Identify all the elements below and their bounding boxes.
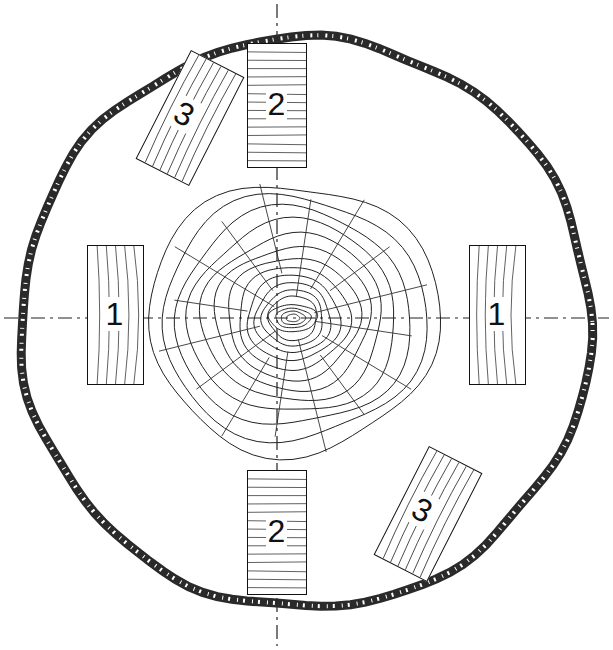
board-number: 1	[104, 297, 126, 331]
ray-line	[311, 200, 365, 289]
ray-line	[296, 199, 311, 296]
ray-line	[196, 331, 275, 389]
growth-ring	[254, 283, 331, 353]
ray-line	[314, 285, 427, 313]
board: 3	[136, 50, 245, 186]
ray-line	[330, 247, 390, 291]
bark	[21, 35, 593, 606]
board: 1	[469, 245, 526, 385]
board-number: 1	[486, 297, 508, 331]
ray-line	[159, 326, 260, 351]
ray-line	[260, 184, 282, 273]
board-number: 3	[404, 490, 439, 530]
growth-ring	[229, 259, 362, 382]
growth-ring	[186, 217, 394, 409]
board-number: 3	[166, 94, 201, 134]
growth-rings	[149, 187, 441, 460]
ray-line	[322, 336, 411, 390]
ray-line	[175, 247, 274, 307]
ray-line	[315, 321, 412, 336]
ray-line	[174, 300, 247, 311]
ray-line	[222, 357, 270, 436]
board-number: 2	[266, 87, 288, 121]
board: 2	[247, 43, 307, 168]
growth-ring	[199, 232, 381, 400]
growth-ring	[240, 268, 352, 371]
growth-ring	[149, 187, 441, 460]
board: 1	[87, 245, 144, 385]
ray-line	[222, 221, 273, 290]
bark-texture	[21, 35, 593, 606]
board: 2	[247, 470, 307, 595]
growth-ring	[214, 247, 371, 392]
ray-line	[320, 355, 364, 415]
board-number: 2	[266, 514, 288, 548]
bark-ring	[21, 35, 593, 606]
growth-ring	[174, 204, 410, 424]
ray-line	[298, 339, 326, 452]
